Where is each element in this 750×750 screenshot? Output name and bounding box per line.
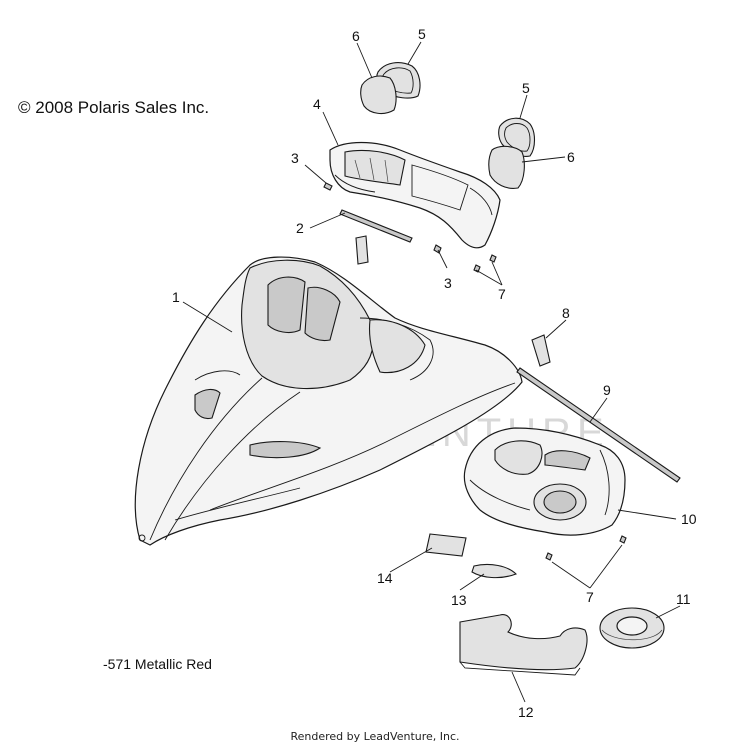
color-note: -571 Metallic Red xyxy=(103,656,212,672)
hood-part-1[interactable] xyxy=(134,256,523,546)
callout-9: 9 xyxy=(603,382,611,398)
lens-part-6a[interactable] xyxy=(360,75,397,115)
copyright-text: © 2008 Polaris Sales Inc. xyxy=(18,98,210,117)
callout-7b: 7 xyxy=(586,589,594,605)
latch-part-8[interactable] xyxy=(531,334,551,367)
leader-lines xyxy=(182,41,681,703)
callout-6a: 6 xyxy=(352,28,360,44)
callout-7a: 7 xyxy=(498,286,506,302)
trim-strip-part-9[interactable] xyxy=(516,367,681,483)
callout-1: 1 xyxy=(172,289,180,305)
shell-part-10[interactable] xyxy=(463,427,626,536)
callout-6b: 6 xyxy=(567,149,575,165)
callout-10: 10 xyxy=(681,511,697,527)
callout-5b: 5 xyxy=(522,80,530,96)
shield-part-12[interactable] xyxy=(459,614,588,676)
callouts: 1 2 3 3 4 5 5 6 6 7 7 8 9 10 11 12 13 14 xyxy=(172,26,697,720)
callout-13: 13 xyxy=(451,592,467,608)
trim-strip-part-2[interactable] xyxy=(339,209,413,243)
latch-bracket[interactable] xyxy=(355,235,369,265)
callout-12: 12 xyxy=(518,704,534,720)
screw-part-3b[interactable] xyxy=(433,244,442,254)
callout-2: 2 xyxy=(296,220,304,236)
callout-4: 4 xyxy=(313,96,321,112)
screw-part-3a[interactable] xyxy=(323,182,333,191)
callout-3a: 3 xyxy=(291,150,299,166)
callout-3b: 3 xyxy=(444,275,452,291)
clip-part-7b[interactable] xyxy=(545,535,627,561)
footer-text: Rendered by LeadVenture, Inc. xyxy=(290,730,460,743)
console-part-4[interactable] xyxy=(329,141,501,249)
callout-8: 8 xyxy=(562,305,570,321)
callout-11: 11 xyxy=(676,591,691,607)
callout-5a: 5 xyxy=(418,26,426,42)
callout-14: 14 xyxy=(377,570,393,586)
pad-part-14[interactable] xyxy=(425,533,467,557)
grommet-part-11[interactable] xyxy=(599,607,665,649)
lens-part-6b[interactable] xyxy=(488,145,525,189)
clip-part-7a[interactable] xyxy=(473,254,497,273)
pad-part-13[interactable] xyxy=(471,563,517,579)
